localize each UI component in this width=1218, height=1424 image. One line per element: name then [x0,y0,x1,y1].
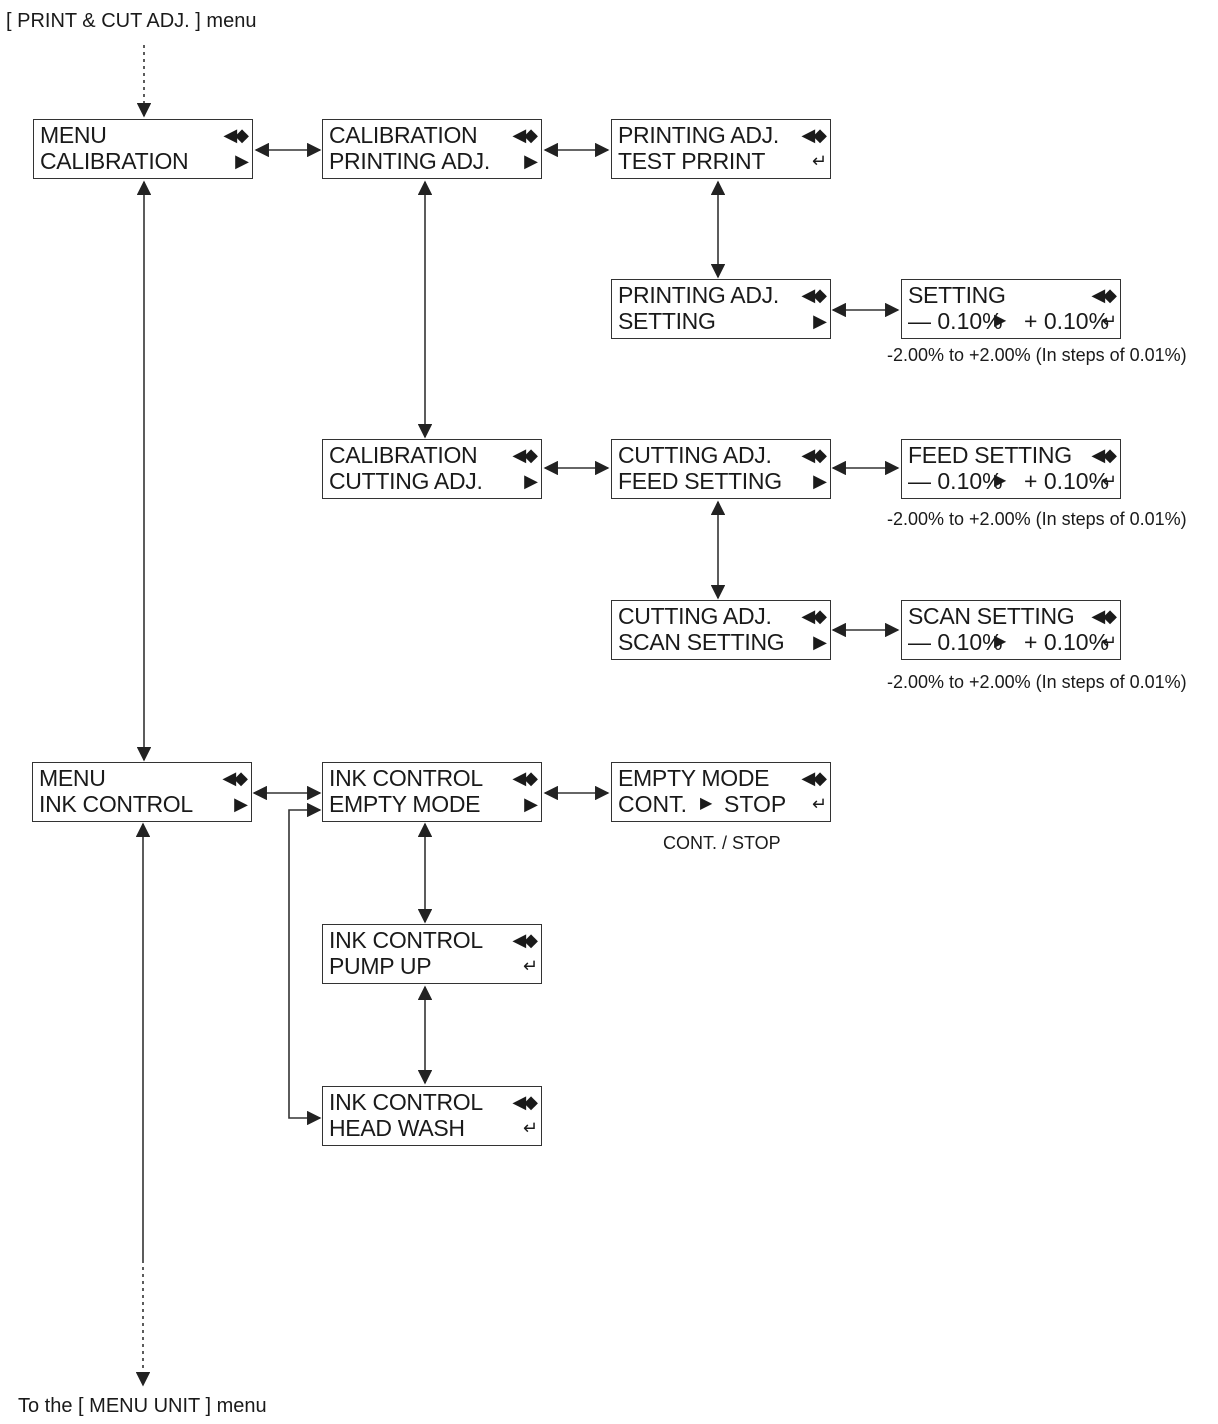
screen-line-1: CALIBRATION [329,122,478,148]
screen-cutting-feed[interactable]: CUTTING ADJ. FEED SETTING ◀◆ ▶ [611,439,831,499]
screen-line-1: FEED SETTING [908,442,1072,468]
screen-line-1: PRINTING ADJ. [618,282,779,308]
current-value: — 0.10% [908,308,1003,334]
screen-line-1: INK CONTROL [329,1089,483,1115]
nav-icon: ◀◆ [801,606,827,626]
screen-line-1: PRINTING ADJ. [618,122,779,148]
screen-line-1: CUTTING ADJ. [618,603,772,629]
screen-line-2: PUMP UP [329,953,432,979]
screen-printing-test[interactable]: PRINTING ADJ. TEST PRRINT ◀◆ ↵ [611,119,831,179]
current-value: — 0.10% [908,629,1003,655]
nav-icon: ◀◆ [1091,285,1117,305]
screen-cutting-scan[interactable]: CUTTING ADJ. SCAN SETTING ◀◆ ▶ [611,600,831,660]
screen-setting-value[interactable]: SETTING — 0.10% ▶ + 0.10% ◀◆ ↵ [901,279,1121,339]
nav-icon: ◀◆ [512,1092,538,1112]
screen-line-1: CUTTING ADJ. [618,442,772,468]
nav-icon: ◀◆ [222,768,248,788]
screen-line-1: CALIBRATION [329,442,478,468]
nav-icon: ◀◆ [512,445,538,465]
nav-icon: ◀◆ [801,445,827,465]
enter-icon: ↵ [1101,471,1117,491]
current-value: CONT. [618,791,687,817]
screen-printing-setting[interactable]: PRINTING ADJ. SETTING ◀◆ ▶ [611,279,831,339]
nav-icon: ◀◆ [223,125,249,145]
right-arrow-icon: ▶ [524,794,538,814]
screen-empty-value[interactable]: EMPTY MODE CONT. ▶ STOP ◀◆ ↵ [611,762,831,822]
screen-line-2: FEED SETTING [618,468,782,494]
screen-line-2: CUTTING ADJ. [329,468,483,494]
nav-icon: ◀◆ [512,930,538,950]
top-caption: [ PRINT & CUT ADJ. ] menu [6,10,257,32]
nav-icon: ◀◆ [801,125,827,145]
new-value: STOP [724,791,787,817]
screen-line-1: SETTING [908,282,1006,308]
loop-arrow [288,802,322,1126]
bottom-caption: To the [ MENU UNIT ] menu [18,1395,267,1417]
screen-calibration-cutting[interactable]: CALIBRATION CUTTING ADJ. ◀◆ ▶ [322,439,542,499]
right-arrow-icon: ▶ [234,794,248,814]
right-arrow-icon: ▶ [813,632,827,652]
scan-range-note: -2.00% to +2.00% (In steps of 0.01%) [887,672,1187,692]
right-arrow-icon: ▶ [235,151,249,171]
screen-line-2: EMPTY MODE [329,791,481,817]
screen-line-2: SCAN SETTING [618,629,785,655]
screen-scan-value[interactable]: SCAN SETTING — 0.10% ▶ + 0.10% ◀◆ ↵ [901,600,1121,660]
screen-calibration-printing[interactable]: CALIBRATION PRINTING ADJ. ◀◆ ▶ [322,119,542,179]
right-arrow-icon: ▶ [524,151,538,171]
nav-icon: ◀◆ [801,285,827,305]
nav-icon: ◀◆ [512,768,538,788]
screen-line-1: INK CONTROL [329,927,483,953]
screen-line-1: EMPTY MODE [618,765,770,791]
value-arrow-icon: ▶ [994,312,1007,329]
value-arrow-icon: ▶ [994,633,1007,650]
screen-line-2: CALIBRATION [40,148,189,174]
screen-line-2: TEST PRRINT [618,148,766,174]
screen-ink-pump[interactable]: INK CONTROL PUMP UP ◀◆ ↵ [322,924,542,984]
enter-icon: ↵ [811,794,827,814]
enter-icon: ↵ [522,1118,538,1138]
right-arrow-icon: ▶ [813,311,827,331]
screen-line-1: INK CONTROL [329,765,483,791]
empty-options-note: CONT. / STOP [663,833,781,853]
feed-range-note: -2.00% to +2.00% (In steps of 0.01%) [887,509,1187,529]
nav-icon: ◀◆ [1091,445,1117,465]
current-value: — 0.10% [908,468,1003,494]
nav-icon: ◀◆ [1091,606,1117,626]
value-arrow-icon: ▶ [994,472,1007,489]
right-arrow-icon: ▶ [524,471,538,491]
enter-icon: ↵ [522,956,538,976]
screen-menu-calibration[interactable]: MENU CALIBRATION ◀◆ ▶ [33,119,253,179]
enter-icon: ↵ [811,151,827,171]
setting-range-note: -2.00% to +2.00% (In steps of 0.01%) [887,345,1187,365]
new-value: + 0.10% [1024,629,1110,655]
new-value: + 0.10% [1024,468,1110,494]
nav-icon: ◀◆ [512,125,538,145]
screen-line-2: HEAD WASH [329,1115,465,1141]
screen-line-2: PRINTING ADJ. [329,148,490,174]
value-arrow-icon: ▶ [700,795,713,812]
screen-line-2: SETTING [618,308,716,334]
screen-ink-empty[interactable]: INK CONTROL EMPTY MODE ◀◆ ▶ [322,762,542,822]
nav-icon: ◀◆ [801,768,827,788]
enter-icon: ↵ [1101,311,1117,331]
screen-menu-ink[interactable]: MENU INK CONTROL ◀◆ ▶ [32,762,252,822]
enter-icon: ↵ [1101,632,1117,652]
screen-line-2: INK CONTROL [39,791,193,817]
screen-feed-value[interactable]: FEED SETTING — 0.10% ▶ + 0.10% ◀◆ ↵ [901,439,1121,499]
screen-line-1: MENU [40,122,107,148]
screen-ink-headwash[interactable]: INK CONTROL HEAD WASH ◀◆ ↵ [322,1086,542,1146]
screen-line-1: SCAN SETTING [908,603,1075,629]
right-arrow-icon: ▶ [813,471,827,491]
screen-line-1: MENU [39,765,106,791]
new-value: + 0.10% [1024,308,1110,334]
